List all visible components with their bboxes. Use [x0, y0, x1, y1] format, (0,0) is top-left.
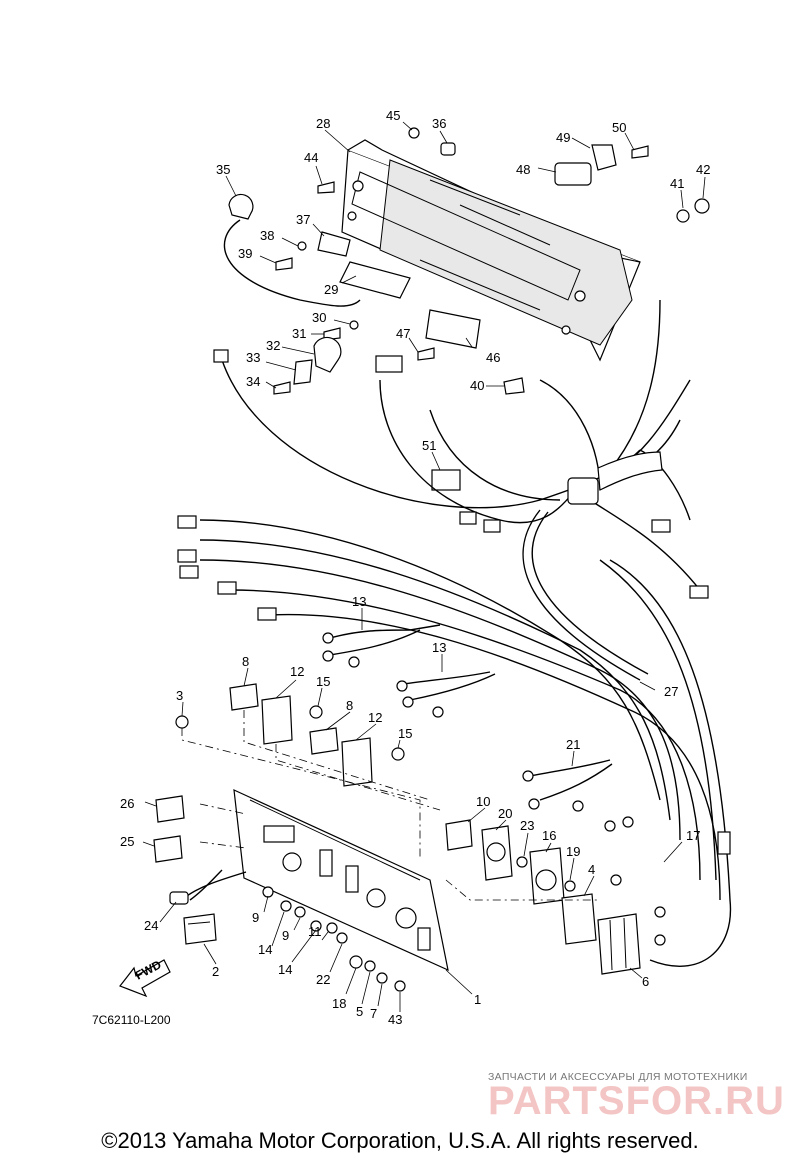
right-components: [445, 819, 641, 975]
watermark: ЗАПЧАСТИ И АКСЕССУАРЫ ДЛЯ МОТОТЕХНИКИ PA…: [488, 1071, 785, 1120]
callout-13b: 13: [432, 640, 446, 655]
callout-12a: 12: [290, 664, 304, 679]
callout-32: 32: [266, 338, 280, 353]
callout-11: 11: [308, 924, 322, 939]
callout-47: 47: [396, 326, 410, 341]
callout-29: 29: [324, 282, 338, 297]
watermark-tagline: ЗАПЧАСТИ И АКСЕССУАРЫ ДЛЯ МОТОТЕХНИКИ: [488, 1071, 748, 1083]
fwd-arrow: FWD: [119, 957, 171, 998]
panel-housing: [341, 139, 641, 362]
callout-36: 36: [432, 116, 446, 131]
callout-39: 39: [238, 246, 252, 261]
switch-46: [425, 309, 481, 349]
ring-terminals: [322, 624, 666, 946]
screw-39: [275, 257, 293, 271]
diagram-code: 7C62110-L200: [92, 1013, 171, 1027]
screw-44: [317, 181, 335, 194]
callout-49: 49: [556, 130, 570, 145]
clip-36: [440, 142, 456, 156]
callout-51: 51: [422, 438, 436, 453]
pad-37: [317, 231, 351, 257]
callout-41: 41: [670, 176, 684, 191]
washer-41: [676, 209, 690, 223]
callout-15a: 15: [316, 674, 330, 689]
callout-43: 43: [388, 1012, 402, 1027]
callout-26: 26: [120, 796, 134, 811]
callout-12b: 12: [368, 710, 382, 725]
callout-8b: 8: [346, 698, 353, 713]
callout-21: 21: [566, 737, 580, 752]
callout-23: 23: [520, 818, 534, 833]
grommet-45: [408, 127, 420, 139]
main-harness: [177, 509, 732, 967]
callout-20: 20: [498, 806, 512, 821]
callout-25: 25: [120, 834, 134, 849]
callout-34: 34: [246, 374, 260, 389]
bracket-49: [591, 144, 617, 171]
callout-40: 40: [470, 378, 484, 393]
callout-7: 7: [370, 1006, 377, 1021]
sensor-48: [554, 162, 592, 186]
screw-50: [631, 145, 649, 159]
screw-34: [273, 381, 291, 395]
panel-screws: [262, 886, 406, 992]
callout-17: 17: [686, 828, 700, 843]
buzzer-35: [228, 193, 254, 220]
callout-24: 24: [144, 918, 158, 933]
callout-19: 19: [566, 844, 580, 859]
callout-18: 18: [332, 996, 346, 1011]
callout-14a: 14: [258, 942, 272, 957]
bolt-40: [503, 377, 525, 395]
callout-31: 31: [292, 326, 306, 341]
top-small-parts: [228, 127, 710, 491]
copyright-notice: ©2013 Yamaha Motor Corporation, U.S.A. A…: [101, 1128, 699, 1153]
callout-1: 1: [474, 992, 481, 1007]
callout-3: 3: [176, 688, 183, 703]
callout-4: 4: [588, 862, 595, 877]
callout-13a: 13: [352, 594, 366, 609]
upper-harness: [213, 219, 709, 599]
callout-5: 5: [356, 1004, 363, 1019]
callout-9b: 9: [282, 928, 289, 943]
front-panel: [199, 789, 449, 972]
breaker-group: [175, 683, 441, 860]
callout-42: 42: [696, 162, 710, 177]
screw-47: [417, 347, 435, 361]
callout-30: 30: [312, 310, 326, 325]
callout-9a: 9: [252, 910, 259, 925]
callout-14b: 14: [278, 962, 292, 977]
callout-48: 48: [516, 162, 530, 177]
callout-28: 28: [316, 116, 330, 131]
callout-2: 2: [212, 964, 219, 979]
connector-51: [431, 469, 461, 491]
leader-lines: [142, 121, 706, 1012]
parts-diagram: FWD 28 45 36 49: [92, 108, 785, 1120]
horn-32: [313, 336, 342, 373]
callout-50: 50: [612, 120, 626, 135]
rocker-switches: [153, 795, 185, 863]
callout-8a: 8: [242, 654, 249, 669]
callout-6: 6: [642, 974, 649, 989]
callout-33: 33: [246, 350, 260, 365]
watermark-brand: PARTSFOR.RU: [488, 1079, 785, 1120]
callout-35: 35: [216, 162, 230, 177]
callout-16: 16: [542, 828, 556, 843]
callout-22: 22: [316, 972, 330, 987]
callout-44: 44: [304, 150, 318, 165]
washer-30: [349, 320, 359, 330]
board-29: [339, 261, 411, 299]
washer-38: [297, 241, 307, 251]
callout-37: 37: [296, 212, 310, 227]
callout-10: 10: [476, 794, 490, 809]
callout-labels: 28 45 36 49 50 35 44 48 41 42 37 38 39 2…: [120, 108, 710, 1027]
callout-46: 46: [486, 350, 500, 365]
callout-27: 27: [664, 684, 678, 699]
gauge-and-plug: [169, 869, 247, 945]
nut-42: [694, 198, 710, 214]
bracket-33: [293, 359, 313, 385]
callout-38: 38: [260, 228, 274, 243]
callout-15b: 15: [398, 726, 412, 741]
callout-45: 45: [386, 108, 400, 123]
